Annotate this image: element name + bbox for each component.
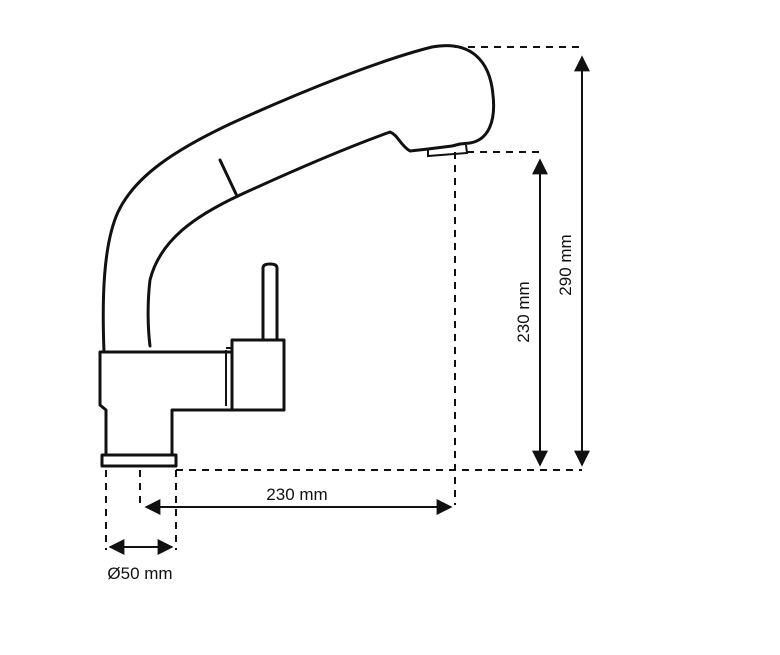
- base-diameter-label: Ø50 mm: [107, 564, 172, 583]
- faucet-base: [100, 453, 178, 468]
- handle-block: [230, 338, 286, 412]
- spray-head-seam: [218, 158, 238, 196]
- lever: [261, 262, 279, 342]
- handle-joint: [225, 347, 232, 406]
- dimension-arrows: [108, 55, 590, 555]
- spout: [101, 44, 496, 354]
- reach-label: 230 mm: [266, 485, 327, 504]
- faucet-body: [98, 350, 234, 457]
- height-spout-label: 230 mm: [514, 281, 533, 342]
- height-total-label: 290 mm: [556, 234, 575, 295]
- faucet-outline: [98, 44, 496, 468]
- extension-lines: [105, 46, 582, 550]
- aerator: [427, 144, 469, 158]
